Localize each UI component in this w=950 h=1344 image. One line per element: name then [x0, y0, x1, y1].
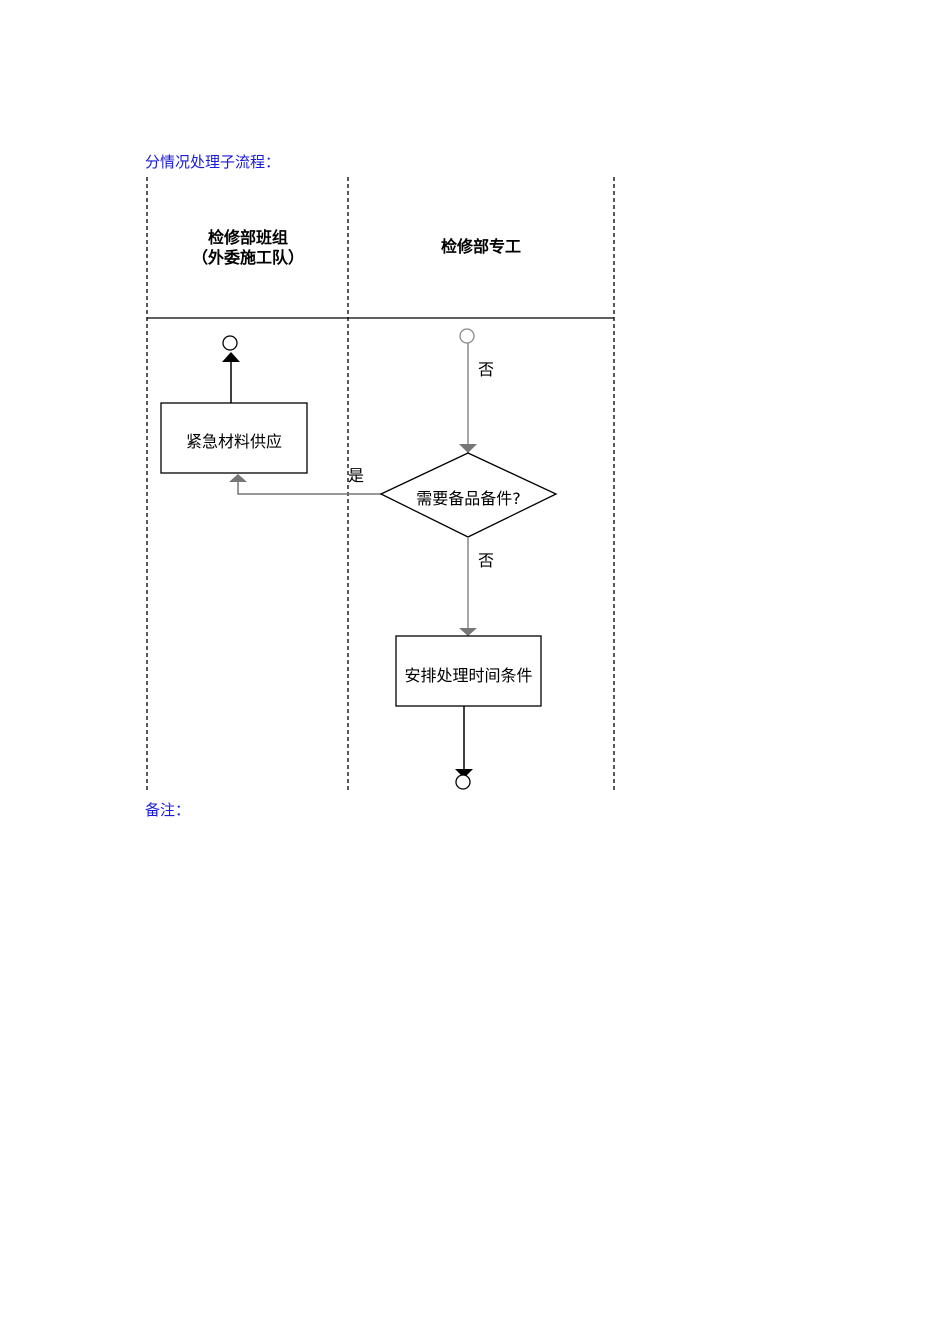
emergency-supply-box [160, 402, 308, 474]
start-node [459, 328, 475, 344]
lane-header-engineer: 检修部专工 [440, 237, 521, 256]
decision-label: 需要备品备件? [416, 489, 521, 508]
arrowhead [229, 474, 247, 482]
no-label-bottom: 否 [478, 551, 495, 570]
section-title: 分情况处理子流程： [145, 153, 281, 171]
arrowhead [455, 769, 473, 778]
lane-header-line: 检修部班组 [207, 228, 288, 247]
lane-header-team: 检修部班组 （外委施工队） [148, 228, 348, 268]
no-label-top: 否 [478, 360, 495, 379]
emergency-supply-label: 紧急材料供应 [185, 432, 282, 451]
end-node-right [455, 774, 471, 790]
end-node-left [222, 335, 238, 351]
yes-label: 是 [348, 466, 365, 485]
arrange-label: 安排处理时间条件 [404, 666, 533, 685]
arrange-box [395, 635, 542, 707]
yes-edge [237, 482, 381, 495]
arrowhead [222, 352, 240, 362]
arrowhead [459, 444, 477, 453]
arrowhead [459, 628, 477, 636]
lane-header-line: （外委施工队） [191, 248, 304, 267]
notes-label: 备注： [145, 801, 191, 819]
